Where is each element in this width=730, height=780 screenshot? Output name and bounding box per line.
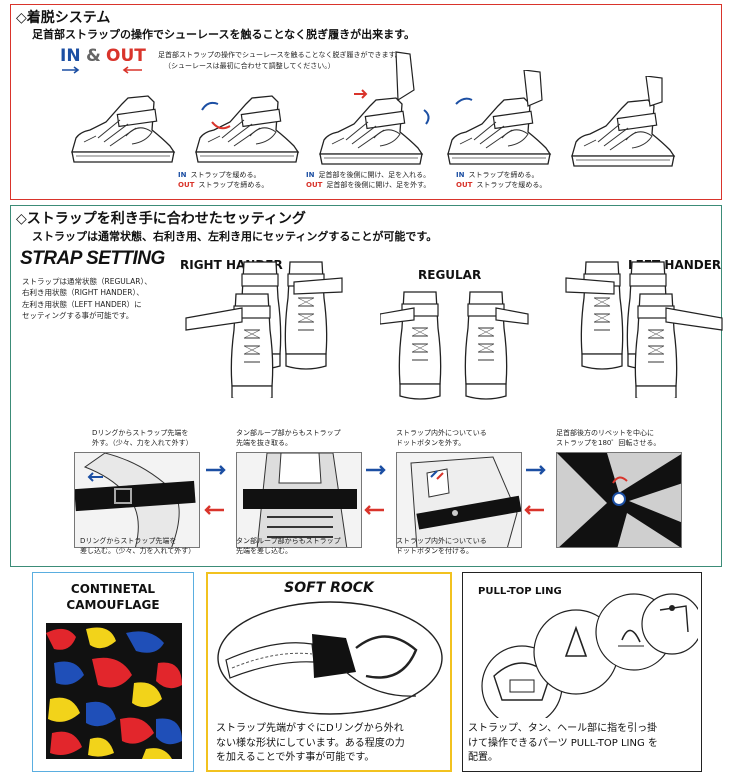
camo-title-line1: CONTINETAL — [70, 582, 156, 596]
step3-photo — [396, 452, 522, 548]
caption3-out-tag: OUT — [456, 181, 473, 190]
step2-bottom-line1: タン部ループ部からもストラップ — [236, 537, 341, 545]
soft-rock-text: ストラップ先端がすぐにDリングから外れ ない様な形状にしています。ある程度の力 … — [216, 722, 405, 766]
section1-note-line2: （シューレースは最初に合わせて調整してください。） — [164, 62, 335, 70]
step3-bottom-line2: ドットボタンを付ける。 — [396, 547, 473, 556]
camo-title-line2: CAMOUFLAGE — [66, 597, 160, 612]
caption1-in-text: ストラップを緩める。 — [190, 171, 261, 179]
sneaker-step5-illustration — [571, 76, 675, 167]
in-out-logo: IN & OUT — [60, 46, 150, 74]
caption1-out-tag: OUT — [178, 181, 195, 190]
soft-rock-illustration — [217, 601, 443, 715]
section-detachment-system — [10, 4, 722, 200]
regular-label: REGULAR — [418, 268, 482, 282]
regular-shoes-illustration — [380, 291, 529, 400]
desc-line-2: 右利き用状態（RIGHT HANDER）、 — [22, 288, 144, 298]
step3-bottom-text: ストラップ内外についている ドットボタンを付ける。 — [396, 536, 487, 556]
sneaker-step2-illustration — [195, 95, 299, 163]
out-label: OUT — [106, 46, 146, 66]
soft-rock-title: SOFT ROCK — [284, 580, 374, 596]
caption2-in-text: 足首部を後側に開け、足を入れる。 — [318, 171, 431, 179]
camouflage-panel — [32, 572, 194, 772]
soft-rock-line2: ない様な形状にしています。ある程度の力 — [216, 737, 405, 749]
right-hander-shoes-illustration — [185, 261, 343, 398]
step2-photo — [236, 452, 362, 548]
section1-note-line1: 足首部ストラップの操作でシューレースを触ることなく脱ぎ履きができます。 — [158, 51, 402, 59]
sneaker-step4-illustration — [447, 70, 551, 165]
caption1-in-tag: IN — [178, 171, 187, 179]
sneaker-step3-illustration — [319, 51, 430, 165]
step2-bottom-line2: 先端を差し込む。 — [236, 547, 292, 556]
section1-title: ◇着脱システム — [16, 10, 111, 26]
caption2-out-text: 足首部を後側に開け、足を外す。 — [326, 181, 431, 190]
amp-label: & — [86, 46, 101, 66]
section2-title: ◇ストラップを利き手に合わせたセッティング — [16, 211, 306, 227]
strap-setting-desc: ストラップは通常状態（REGULAR）、 右利き用状態（RIGHT HANDER… — [22, 276, 152, 321]
strap-setting-heading: STRAP SETTING — [20, 248, 165, 269]
section2-subtitle: ストラップは通常状態、右利き用、左利き用にセッティングすることが可能です。 — [32, 230, 438, 243]
caption1-out-text: ストラップを締める。 — [198, 181, 269, 190]
step1-photo — [74, 452, 200, 548]
desc-line-1: ストラップは通常状態（REGULAR）、 — [22, 277, 152, 286]
pull-top-ling-illustration — [481, 593, 698, 718]
left-hander-shoes-illustration — [565, 261, 723, 398]
in-out-arrows-icon — [62, 66, 142, 74]
step4-top-line1: 足首部後方のリベットを中心に — [556, 429, 654, 437]
camo-title: CONTINETAL CAMOUFLAGE — [32, 582, 194, 613]
soft-rock-line3: を加えることで外す事が可能です。 — [216, 752, 375, 763]
caption2-out-tag: OUT — [306, 181, 323, 190]
step1-top-line2: 外す。（少々、力を入れて外す） — [92, 439, 193, 448]
section1-subtitle: 足首部ストラップの操作でシューレースを触ることなく脱ぎ履きが出来ます。 — [32, 28, 416, 41]
step3-bottom-line1: ストラップ内外についている — [396, 537, 487, 545]
step4-photo — [556, 452, 682, 548]
pull-top-line1: ストラップ、タン、ヘール部に指を引っ掛 — [468, 723, 658, 734]
pull-top-line3: 配置。 — [468, 752, 498, 763]
soft-rock-line1: ストラップ先端がすぐにDリングから外れ — [216, 723, 404, 734]
arrows-between-steps-icon — [204, 465, 546, 515]
step1-bottom-line2: 差し込む。（少々、力を入れて外す） — [80, 547, 196, 556]
desc-line-4: セッティングする事が可能です。 — [22, 310, 134, 320]
step1-top-line1: Dリングからストラップ先端を — [92, 429, 189, 437]
section-strap-setting — [10, 205, 722, 567]
soft-rock-panel — [206, 572, 452, 772]
caption2-in-tag: IN — [306, 171, 315, 179]
caption3-in-text: ストラップを締める。 — [468, 171, 539, 179]
pull-top-line2: けて操作できるパーツ PULL-TOP LING を — [468, 737, 658, 749]
pull-top-ling-text: ストラップ、タン、ヘール部に指を引っ掛 けて操作できるパーツ PULL-TOP … — [468, 722, 658, 766]
sneaker-step1-illustration — [71, 95, 175, 163]
pull-top-ling-title: PULL-TOP LING — [478, 586, 562, 597]
step4-top-text: 足首部後方のリベットを中心に ストラップを180゜回転させる。 — [556, 428, 660, 448]
caption3-in-tag: IN — [456, 171, 465, 179]
caption3-out-text: ストラップを緩める。 — [476, 181, 547, 190]
camouflage-swatch — [46, 623, 182, 759]
step3-top-text: ストラップ内外についている ドットボタンを外す。 — [396, 428, 487, 448]
pull-top-ling-panel — [462, 572, 702, 772]
step4-top-line2: ストラップを180゜回転させる。 — [556, 439, 661, 448]
step1-bottom-text: Dリングからストラップ先端を 差し込む。（少々、力を入れて外す） — [80, 536, 195, 556]
step2-bottom-text: タン部ループ部からもストラップ 先端を差し込む。 — [236, 536, 341, 556]
step1-top-text: Dリングからストラップ先端を 外す。（少々、力を入れて外す） — [92, 428, 193, 448]
step3-top-line1: ストラップ内外についている — [396, 429, 487, 437]
desc-line-3: 左利き用状態（LEFT HANDER）に — [22, 299, 142, 309]
step1-bottom-line1: Dリングからストラップ先端を — [80, 537, 177, 545]
in-label: IN — [60, 46, 81, 66]
step2-top-line2: 先端を抜き取る。 — [236, 439, 292, 448]
step2-top-text: タン部ループ部からもストラップ 先端を抜き取る。 — [236, 428, 341, 448]
step3-top-line2: ドットボタンを外す。 — [396, 439, 466, 448]
step2-top-line1: タン部ループ部からもストラップ — [236, 429, 341, 437]
